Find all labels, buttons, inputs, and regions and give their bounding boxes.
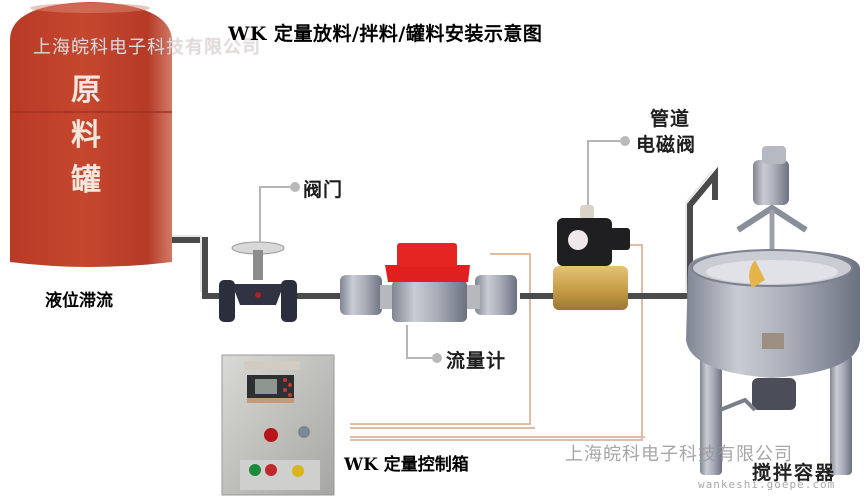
callout-dots bbox=[290, 136, 630, 363]
tank-label-char: 原 bbox=[71, 73, 101, 108]
control-box bbox=[221, 354, 335, 496]
raw-material-tank bbox=[10, 2, 172, 267]
valve-label: 阀门 bbox=[303, 179, 344, 201]
raw-tank-label: 原 料 罐 bbox=[66, 68, 106, 203]
tank-caption: 液位滞流 bbox=[45, 291, 113, 311]
solenoid-label-line2: 电磁阀 bbox=[636, 134, 697, 156]
flow-meter bbox=[340, 243, 517, 322]
gate-valve bbox=[219, 241, 297, 322]
mixing-vessel bbox=[686, 146, 860, 475]
flow-meter-label: 流量计 bbox=[446, 350, 507, 372]
diagram-title: WK 定量放料/拌料/罐料安装示意图 bbox=[228, 23, 543, 45]
watermark-top: 上海皖科电子科技有限公司 bbox=[33, 37, 261, 58]
signal-wires bbox=[350, 244, 645, 441]
callout-leaders bbox=[259, 140, 620, 359]
mixer-label: 搅拌容器 bbox=[752, 462, 837, 484]
tank-label-char: 料 bbox=[71, 118, 101, 153]
control-box-label: WK 定量控制箱 bbox=[344, 455, 469, 475]
watermark-url: wankeshi.goepe.com bbox=[698, 478, 836, 491]
tank-label-char: 罐 bbox=[71, 163, 101, 198]
solenoid-valve bbox=[553, 205, 630, 310]
watermark-bottom: 上海皖科电子科技有限公司 bbox=[565, 444, 793, 465]
solenoid-label-line1: 管道 bbox=[650, 108, 691, 130]
